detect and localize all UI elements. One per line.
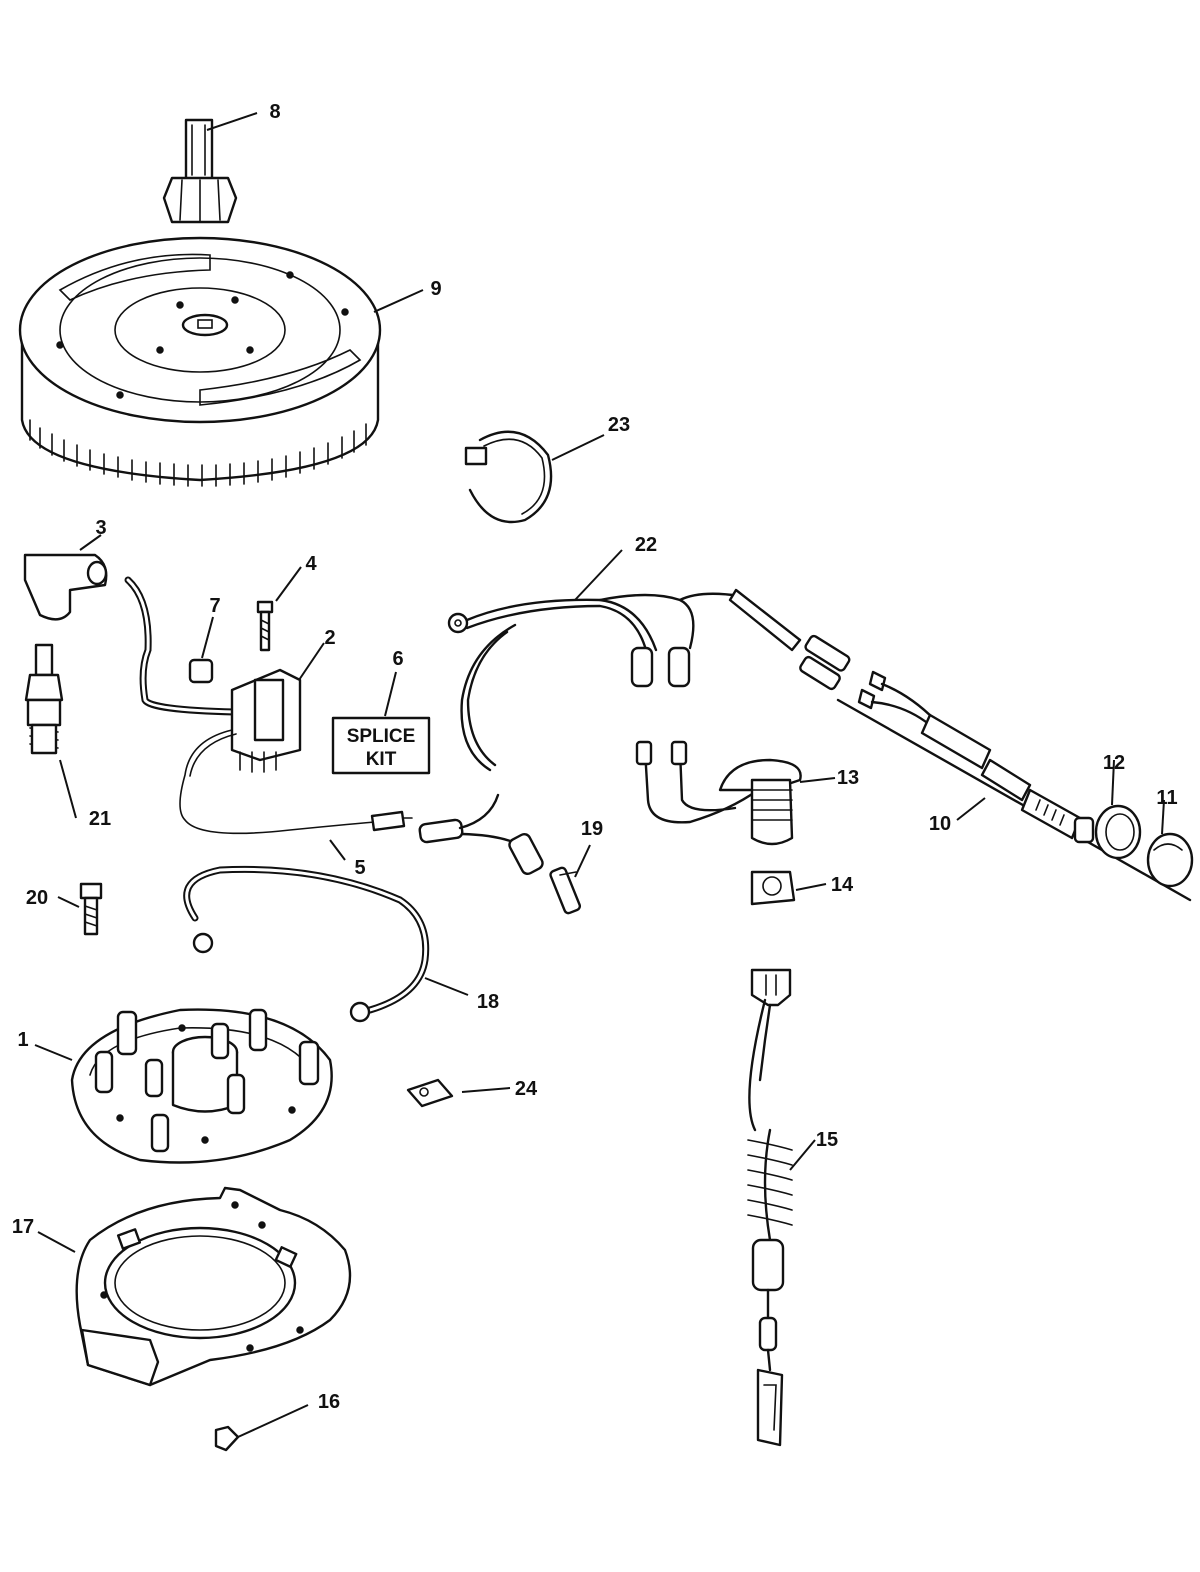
splice-kit-line1: SPLICE — [347, 726, 416, 747]
part-10-stop-switch-lead — [836, 670, 1192, 902]
part-12-seal — [1094, 804, 1142, 860]
callout-17: 17 — [12, 1216, 34, 1238]
callout-21: 21 — [89, 808, 111, 830]
callout-5: 5 — [354, 857, 365, 879]
part-8-flywheel-nut — [162, 118, 238, 224]
callout-3: 3 — [95, 517, 106, 539]
part-9-flywheel — [18, 236, 382, 487]
callout-2: 2 — [324, 627, 335, 649]
part-21-spark-plug — [24, 643, 64, 755]
callout-12: 12 — [1103, 752, 1125, 774]
callout-6: 6 — [392, 648, 403, 670]
part-13-stop-switch — [635, 740, 802, 846]
callout-19: 19 — [581, 818, 603, 840]
part-14-nut — [750, 870, 796, 906]
part-11-cap — [1146, 832, 1194, 888]
callout-22: 22 — [635, 534, 657, 556]
part-24-clip — [406, 1078, 454, 1108]
callout-24: 24 — [515, 1078, 538, 1100]
callout-8: 8 — [269, 101, 280, 123]
splice-kit-line2: KIT — [366, 749, 397, 770]
callout-9: 9 — [430, 278, 441, 300]
callout-13: 13 — [837, 767, 859, 789]
part-1-stator-plate — [70, 1008, 333, 1164]
callout-23: 23 — [608, 414, 630, 436]
part-20-bolt — [79, 882, 103, 936]
part-3-spark-plug-boot — [23, 553, 108, 621]
callout-14: 14 — [831, 874, 854, 896]
part-5-wire — [179, 729, 413, 835]
part-4-screw — [256, 600, 274, 652]
callout-18: 18 — [477, 991, 499, 1013]
callout-4: 4 — [305, 553, 317, 575]
part-16-key — [214, 1425, 240, 1452]
part-17-trigger-plate — [75, 1186, 352, 1387]
callout-labels: 8 9 23 3 22 4 7 2 6 13 12 11 21 19 10 5 … — [12, 101, 1178, 1413]
callout-16: 16 — [318, 1391, 340, 1413]
callout-15: 15 — [816, 1129, 838, 1151]
part-22-wire-harness — [418, 588, 851, 876]
part-19-terminal — [549, 866, 582, 915]
part-2-ignition-coil — [124, 576, 302, 773]
callout-7: 7 — [209, 595, 220, 617]
part-6-splice-kit: SPLICE KIT — [331, 716, 431, 775]
part-15-lanyard — [747, 968, 793, 1447]
part-23-clamp — [464, 430, 553, 524]
callout-11: 11 — [1156, 787, 1177, 809]
part-18-ground-lead — [183, 865, 430, 1023]
callout-10: 10 — [929, 813, 951, 835]
part-7-sleeve — [188, 658, 214, 684]
callout-1: 1 — [17, 1029, 28, 1051]
leader-lines — [34, 112, 1165, 1438]
callout-20: 20 — [26, 887, 48, 909]
